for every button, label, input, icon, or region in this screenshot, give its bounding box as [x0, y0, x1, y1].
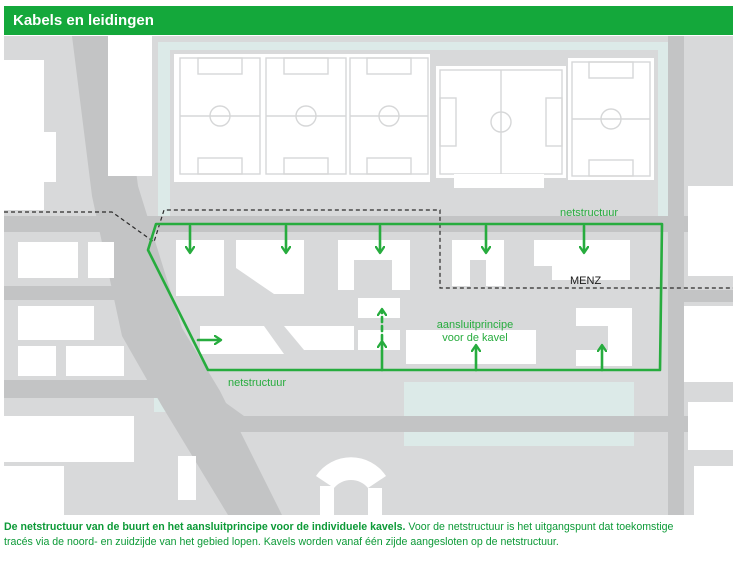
aansluitprincipe-label-line1: aansluitprincipe: [437, 319, 513, 331]
header-bar: Kabels en leidingen: [4, 6, 733, 35]
caption: De netstructuur van de buurt en het aans…: [4, 520, 733, 550]
caption-line1: Voor de netstructuur is het uitgangspunt…: [405, 521, 674, 533]
caption-line2: tracés via de noord- en zuidzijde van he…: [4, 536, 559, 548]
netstructuur-bottom-label: netstructuur: [228, 377, 286, 389]
netstructuur-route: [146, 222, 664, 372]
netstructuur-top-label: netstructuur: [560, 207, 618, 219]
buildings: [4, 36, 733, 515]
caption-bold: De netstructuur van de buurt en het aans…: [4, 521, 406, 533]
aansluitprincipe-label-line2: voor de kavel: [442, 332, 507, 344]
sports-fields: [174, 54, 654, 188]
menz-label: MENZ: [570, 275, 601, 287]
site-map: netstructuur netstructuur MENZ aansluitp…: [4, 36, 733, 515]
page-title: Kabels en leidingen: [13, 12, 154, 29]
connection-arrows: [190, 224, 602, 372]
boundary-dashed-lines: [4, 209, 733, 289]
